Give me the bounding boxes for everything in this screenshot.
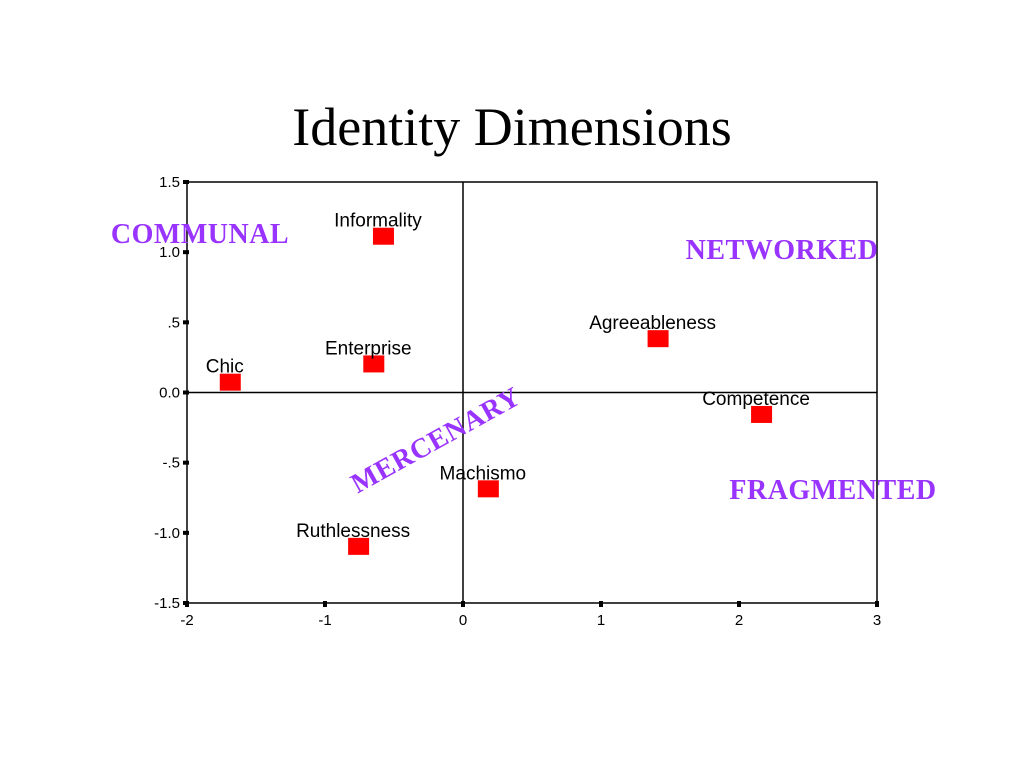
y-tick-label: .5 [167, 314, 180, 331]
x-tick-mark [599, 601, 603, 607]
y-tick-label: -1.0 [154, 525, 180, 542]
x-tick-mark [323, 601, 327, 607]
y-tick-mark [183, 180, 189, 184]
data-point [219, 373, 241, 391]
quadrant-label: COMMUNAL [111, 219, 289, 250]
y-tick-mark [183, 460, 189, 465]
y-tick-mark [183, 250, 189, 255]
data-point [372, 227, 394, 245]
x-tick-label: 1 [597, 612, 605, 629]
point-label: Enterprise [325, 338, 412, 359]
data-point [751, 405, 773, 423]
quadrant-label: NETWORKED [686, 235, 879, 266]
point-label: Agreeableness [589, 313, 716, 334]
x-tick-label: -1 [318, 612, 331, 629]
x-tick-mark [461, 601, 465, 607]
y-tick-label: -1.5 [154, 595, 180, 612]
slide-title: Identity Dimensions [292, 97, 732, 157]
y-tick-mark [183, 601, 189, 605]
x-tick-label: 2 [735, 612, 743, 629]
y-tick-mark [183, 320, 189, 325]
y-tick-label: -.5 [162, 455, 180, 472]
point-label: Informality [334, 211, 422, 232]
point-label: Chic [206, 357, 244, 378]
x-tick-label: 3 [873, 612, 881, 629]
y-tick-mark [183, 390, 189, 395]
x-tick-label: 0 [459, 612, 467, 629]
x-tick-label: -2 [180, 612, 193, 629]
point-label: Competence [702, 389, 810, 410]
y-tick-label: 1.0 [159, 244, 180, 261]
y-tick-mark [183, 530, 189, 535]
point-label: Machismo [440, 463, 527, 484]
y-tick-label: 1.5 [159, 174, 180, 191]
point-label: Ruthlessness [296, 521, 410, 542]
data-point [647, 330, 669, 348]
data-point [363, 355, 385, 373]
y-tick-label: 0.0 [159, 385, 180, 402]
data-point [477, 480, 499, 498]
x-tick-mark [737, 601, 741, 607]
data-point [348, 537, 370, 555]
quadrant-label: FRAGMENTED [729, 475, 936, 506]
x-tick-mark [875, 601, 879, 607]
